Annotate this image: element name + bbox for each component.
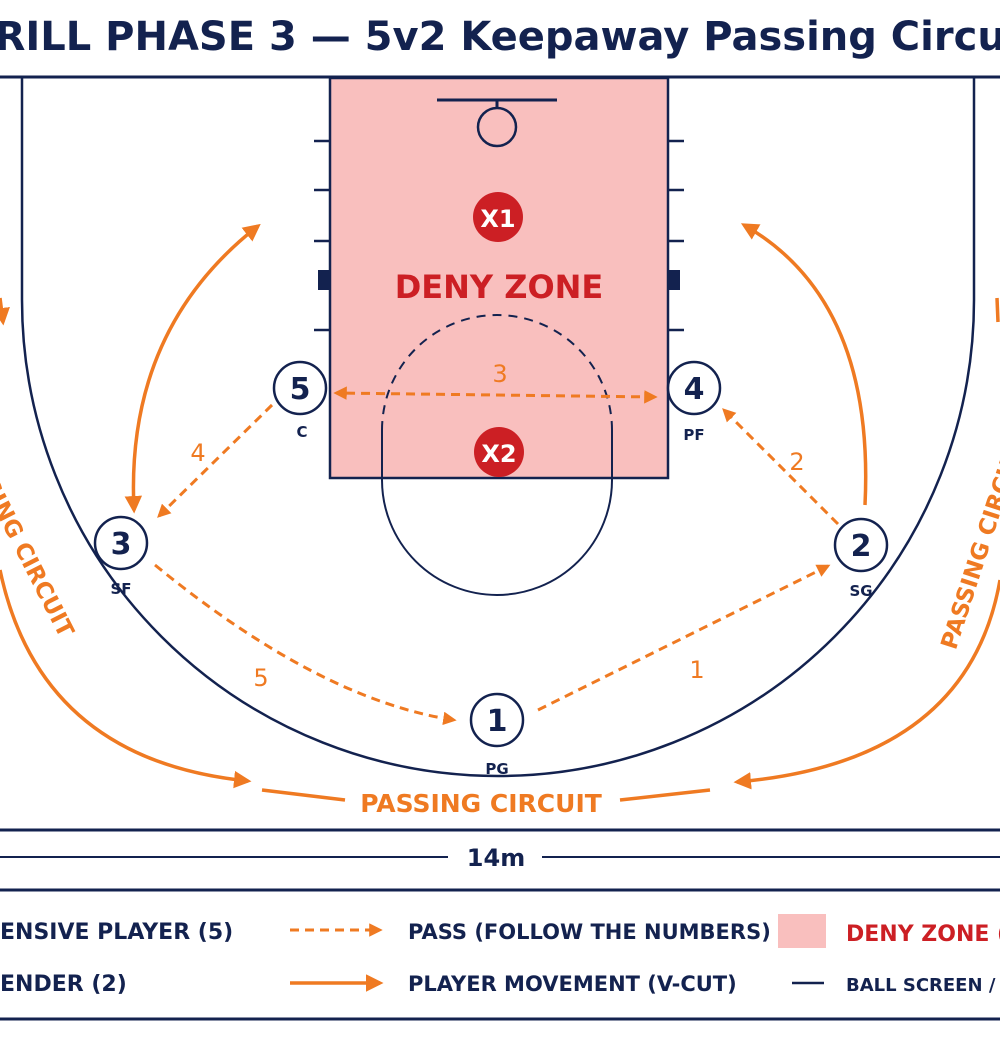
movement-arrows (0, 223, 1000, 514)
player-5: 5 C (272, 360, 328, 441)
defender-x2: X2 (474, 427, 524, 477)
passing-circuit (0, 569, 1000, 802)
player-3: 3 SF (93, 515, 149, 598)
pass-number: 2 (789, 448, 804, 476)
pass-arrows (154, 386, 840, 726)
legend-defense-label: ENDER (2) (0, 972, 127, 997)
player-number: 3 (111, 527, 132, 562)
circuit-arc-left (0, 569, 252, 789)
player-position: PF (683, 426, 704, 444)
deny-zone-label: DENY ZONE (395, 268, 604, 306)
player-marker (469, 692, 525, 748)
player-position: SF (110, 580, 131, 598)
free-throw-circle-bottom (381, 430, 613, 596)
player-marker (93, 515, 149, 571)
movement-arrow-sg (740, 223, 868, 506)
pass-number: 4 (190, 439, 205, 467)
legend-screen-label: BALL SCREEN / ( (846, 975, 1000, 996)
player-marker (272, 360, 328, 416)
block-left (318, 270, 330, 290)
legend-pass-label: PASS (FOLLOW THE NUMBERS) (408, 920, 771, 944)
block-right (668, 270, 680, 290)
circuit-line-bottom-right (619, 788, 711, 802)
pass-arrow-2 (722, 408, 840, 526)
pass-arrow-5 (154, 563, 457, 726)
defender-marker (473, 192, 523, 242)
pass-number: 3 (492, 360, 507, 388)
legend: ENSIVE PLAYER (5) ENDER (2) PASS (FOLLOW… (0, 888, 1000, 1021)
player-4: 4 PF (666, 360, 722, 444)
defender-x1: X1 (473, 192, 523, 242)
pass-arrow-3 (333, 386, 658, 404)
legend-zone-swatch (778, 914, 826, 948)
pass-arrow-4 (157, 403, 274, 518)
lane-hash-marks (314, 139, 684, 332)
pass-arrow-1 (537, 564, 831, 712)
player-2: 2 SG (833, 517, 889, 600)
circuit-line-bottom-left (261, 788, 346, 802)
player-marker (833, 517, 889, 573)
player-number: 2 (851, 529, 872, 564)
player-number: 5 (290, 372, 311, 407)
movement-arrow-right-edge (995, 297, 1000, 323)
circuit-arc-right (733, 579, 1000, 790)
defender-label: X1 (480, 205, 515, 233)
legend-movement-label: PLAYER MOVEMENT (V-CUT) (408, 972, 737, 996)
movement-arrow-left-edge (0, 297, 10, 326)
player-number: 1 (487, 704, 508, 739)
legend-zone-label: DENY ZONE ( (846, 922, 1000, 947)
circuit-label-bottom: PASSING CIRCUIT (360, 789, 602, 818)
defender-label: X2 (481, 440, 516, 468)
movement-arrow-sf (124, 223, 261, 514)
player-position: C (296, 423, 307, 441)
pass-numbers: 1 2 3 4 5 (190, 360, 804, 692)
player-1: 1 PG (469, 692, 525, 778)
player-position: PG (485, 760, 508, 778)
rim (476, 106, 518, 148)
three-point-line (20, 77, 976, 778)
player-marker (666, 360, 722, 416)
page-title: DRILL PHASE 3 — 5v2 Keepaway Passing Cir… (0, 14, 1000, 60)
pass-number: 1 (689, 656, 704, 684)
dimension-label: 14m (467, 844, 525, 872)
defender-marker (474, 427, 524, 477)
free-throw-circle-top (381, 314, 613, 431)
player-position: SG (849, 582, 872, 600)
player-number: 4 (684, 372, 705, 407)
pass-number: 5 (253, 664, 268, 692)
legend-offense-label: ENSIVE PLAYER (5) (0, 920, 233, 945)
